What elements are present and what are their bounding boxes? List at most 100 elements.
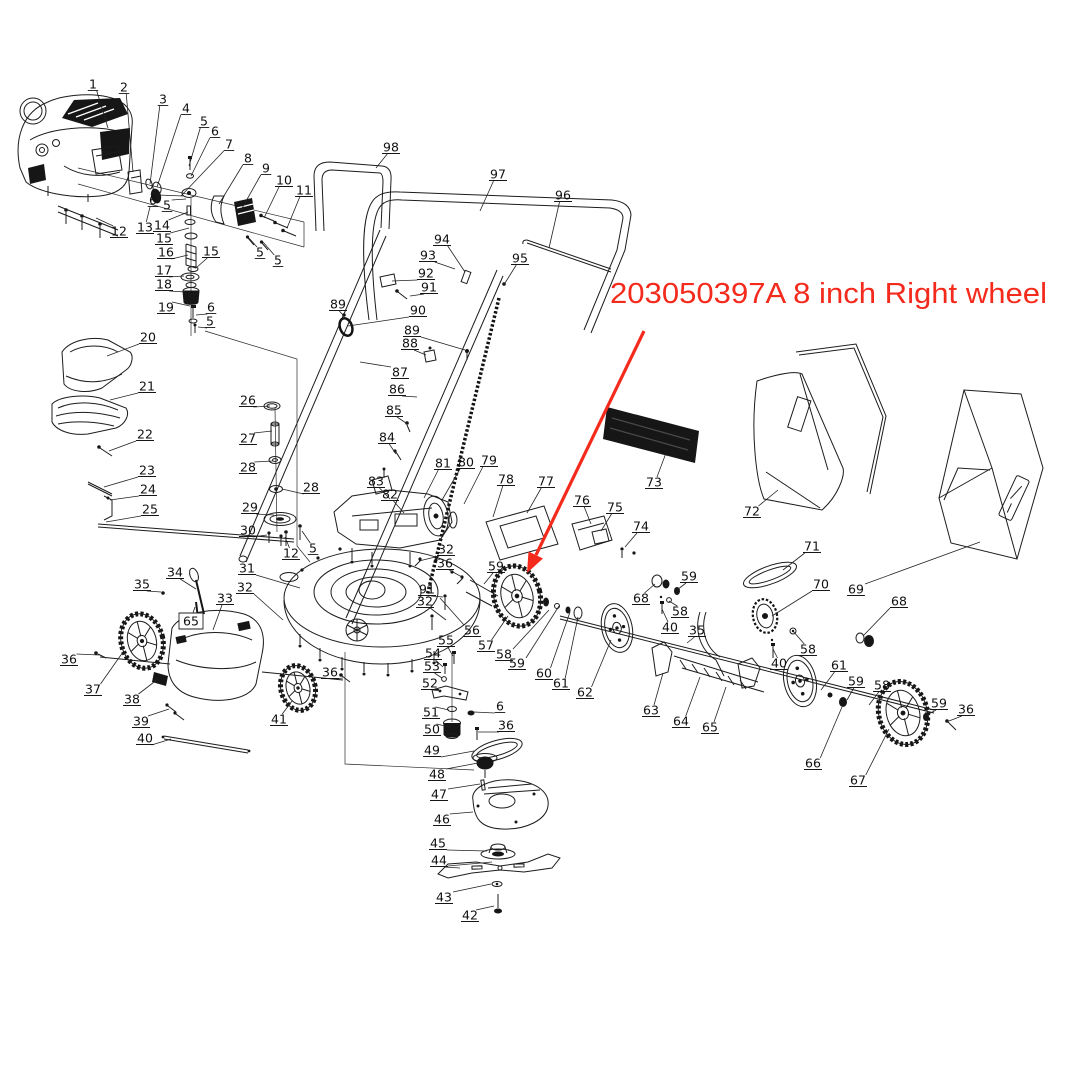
svg-text:38: 38 <box>124 692 140 707</box>
part-label-40: 40 <box>661 609 679 635</box>
svg-text:4: 4 <box>182 101 190 116</box>
svg-text:83: 83 <box>368 474 384 489</box>
part-label-44: 44 <box>430 853 460 869</box>
svg-text:25: 25 <box>142 502 158 517</box>
svg-text:81: 81 <box>435 456 451 471</box>
part-label-31: 31 <box>238 561 300 589</box>
svg-text:52: 52 <box>422 676 438 691</box>
svg-text:77: 77 <box>538 474 554 489</box>
svg-text:61: 61 <box>831 658 847 673</box>
svg-text:16: 16 <box>158 245 174 260</box>
svg-text:23: 23 <box>139 463 155 478</box>
part-label-75: 75 <box>601 500 624 532</box>
part-label-56: 56 <box>440 598 481 638</box>
part-label-6: 6 <box>191 124 220 177</box>
part-label-28: 28 <box>239 460 273 475</box>
svg-text:34: 34 <box>167 565 183 580</box>
part-label-58: 58 <box>793 631 817 657</box>
part-label-14: 14 <box>153 212 188 233</box>
svg-text:85: 85 <box>386 403 402 418</box>
svg-text:36: 36 <box>958 702 974 717</box>
part-label-94: 94 <box>433 232 465 273</box>
part-label-22: 22 <box>109 427 154 452</box>
svg-text:86: 86 <box>389 382 405 397</box>
part-label-68: 68 <box>863 594 908 637</box>
svg-text:10: 10 <box>276 173 292 188</box>
part-label-93: 93 <box>419 248 455 270</box>
part-label-35: 35 <box>687 623 706 644</box>
part-label-52: 52 <box>421 676 441 692</box>
part-label-90: 90 <box>348 303 427 327</box>
part-label-5: 5 <box>198 314 215 329</box>
part-label-89: 89 <box>329 297 347 316</box>
part-label-78: 78 <box>493 472 515 518</box>
svg-text:89: 89 <box>404 323 420 338</box>
part-label-96: 96 <box>549 188 572 249</box>
part-label-6: 6 <box>148 193 183 208</box>
svg-text:78: 78 <box>498 472 514 487</box>
part-label-13: 13 <box>136 207 154 235</box>
svg-text:68: 68 <box>633 591 649 606</box>
part-label-36: 36 <box>60 652 99 667</box>
svg-text:12: 12 <box>283 546 299 561</box>
svg-text:66: 66 <box>805 756 821 771</box>
part-label-4: 4 <box>157 101 191 188</box>
svg-text:58: 58 <box>800 642 816 657</box>
part-label-51: 51 <box>422 705 449 720</box>
part-label-91: 91 <box>418 582 443 598</box>
part-label-2: 2 <box>119 80 133 173</box>
part-label-34: 34 <box>166 565 196 590</box>
svg-text:45: 45 <box>430 836 446 851</box>
part-label-48: 48 <box>428 763 478 782</box>
annotation-arrow-line <box>536 331 644 555</box>
part-label-66: 66 <box>804 707 842 771</box>
part-label-74: 74 <box>625 519 650 548</box>
svg-text:80: 80 <box>458 455 474 470</box>
part-label-69: 69 <box>847 542 980 597</box>
part-label-58: 58 <box>869 678 891 706</box>
part-label-97: 97 <box>480 167 507 212</box>
svg-text:74: 74 <box>633 519 649 534</box>
part-label-98: 98 <box>376 140 400 169</box>
part-label-53: 53 <box>423 659 442 679</box>
part-label-5: 5 <box>263 242 283 268</box>
svg-text:96: 96 <box>555 188 571 203</box>
svg-text:22: 22 <box>137 427 153 442</box>
svg-text:67: 67 <box>850 773 866 788</box>
part-label-83: 83 <box>367 474 390 500</box>
svg-text:92: 92 <box>418 266 434 281</box>
part-label-43: 43 <box>435 884 491 905</box>
svg-text:73: 73 <box>646 475 662 490</box>
part-label-59: 59 <box>484 559 505 585</box>
svg-text:35: 35 <box>689 623 705 638</box>
svg-text:37: 37 <box>85 682 101 697</box>
part-label-9: 9 <box>241 161 271 211</box>
under-deck-column <box>345 651 560 914</box>
part-label-18: 18 <box>155 277 185 293</box>
part-label-32: 32 <box>236 580 283 621</box>
svg-text:72: 72 <box>744 504 760 519</box>
svg-text:15: 15 <box>203 244 219 259</box>
part-label-11: 11 <box>287 183 313 229</box>
part-label-41: 41 <box>270 701 292 727</box>
part-label-6: 6 <box>474 699 505 714</box>
part-label-26: 26 <box>239 393 270 408</box>
svg-text:57: 57 <box>478 638 494 653</box>
svg-text:70: 70 <box>813 577 829 592</box>
part-label-89: 89 <box>403 323 465 351</box>
svg-text:5: 5 <box>206 314 214 329</box>
svg-text:59: 59 <box>681 569 697 584</box>
svg-text:12: 12 <box>111 224 127 239</box>
part-label-33: 33 <box>213 591 234 631</box>
part-label-19: 19 <box>157 300 190 315</box>
svg-text:15: 15 <box>156 231 172 246</box>
part-label-36: 36 <box>321 665 343 680</box>
part-label-6: 6 <box>196 300 216 316</box>
part-label-36: 36 <box>949 702 975 722</box>
part-label-55: 55 <box>437 633 455 657</box>
part-label-5: 5 <box>162 198 186 213</box>
part-label-12: 12 <box>282 537 300 561</box>
part-label-67: 67 <box>849 729 889 788</box>
svg-text:41: 41 <box>271 712 287 727</box>
